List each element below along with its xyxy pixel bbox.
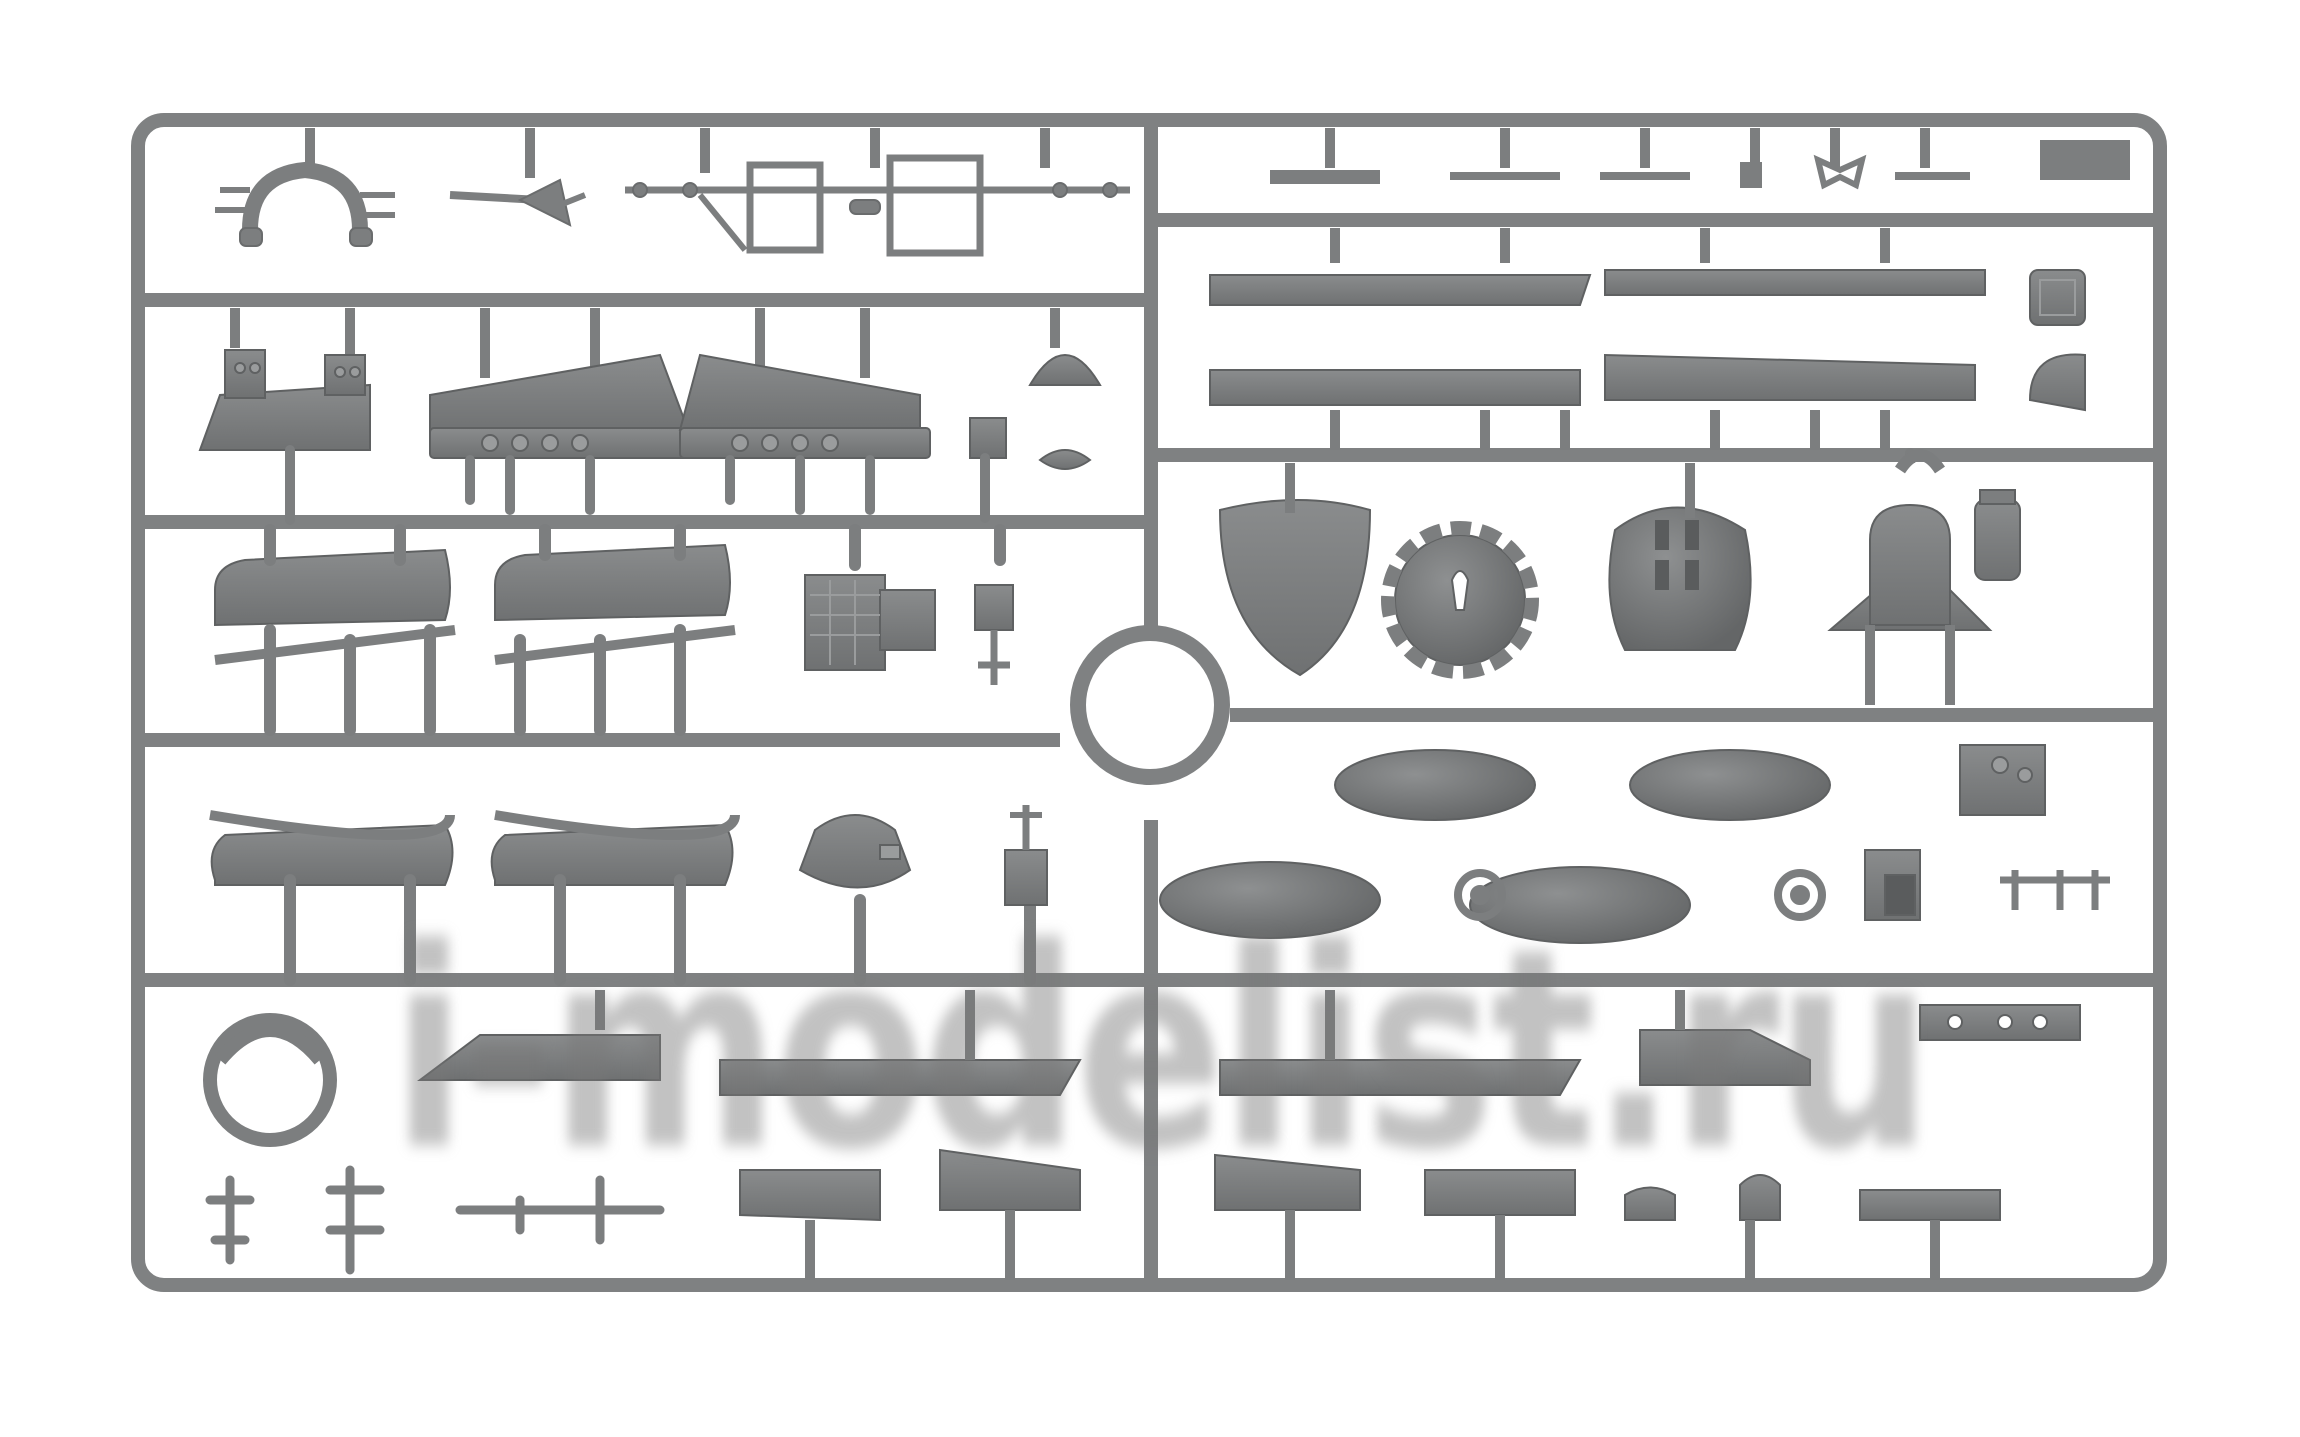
mid-left-parts [798,805,1048,906]
engine-parts [1218,489,2021,679]
right-mid-parts [1864,744,2110,1041]
stems-row-2 [285,445,990,525]
central-ring [1070,625,1230,785]
instrument-panel [804,574,1014,685]
landing-gear-parts [205,1165,665,1275]
stems-row-3 [264,524,1006,736]
bottom-flaps [739,1148,2001,1222]
stems-row-4 [284,874,1036,986]
stems-row-right-3 [1285,448,1955,705]
wing-flaps-upper [214,543,736,665]
stems-bottom [595,990,1940,1280]
drop-tanks [1159,749,1831,944]
cockpit-parts [198,349,1102,470]
bottom-left-parts [203,1013,1811,1147]
top-right-small-parts [1270,140,2130,190]
top-left-parts [215,154,1130,257]
wing-edges [1209,269,2086,412]
small-wheels [1454,869,1826,921]
sprue-gates [230,128,1930,450]
wing-flaps-lower [209,810,740,886]
